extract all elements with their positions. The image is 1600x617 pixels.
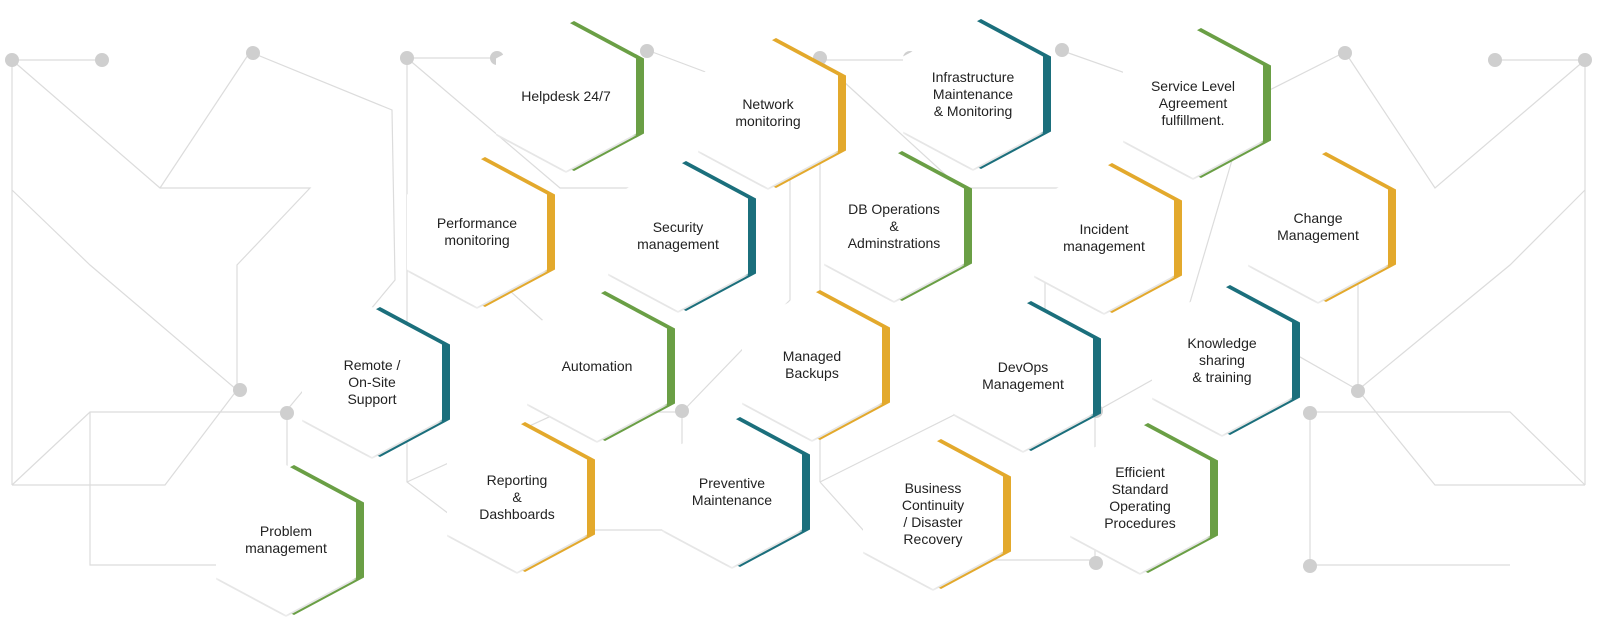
service-label: Reporting & Dashboards [479,471,555,522]
service-label: DevOps Management [982,359,1064,392]
service-label: Automation [561,357,633,374]
service-label: Network monitoring [735,96,801,129]
service-label: Security management [637,219,719,252]
service-hex-devops: DevOps Management [953,301,1101,453]
service-hex-remote-support: Remote / On-Site Support [302,307,450,459]
service-hex-preventive: Preventive Maintenance [662,417,810,569]
service-label: Knowledge sharing & training [1187,334,1257,385]
service-label: Service Level Agreement fulfillment. [1150,77,1236,128]
service-hex-incident: Incident management [1034,163,1182,315]
service-hex-knowledge: Knowledge sharing & training [1152,285,1300,437]
service-label: Remote / On-Site Support [343,356,401,407]
service-hex-reporting: Reporting & Dashboards [447,422,595,574]
service-hex-business-continuity: Business Continuity / Disaster Recovery [863,439,1011,591]
service-hex-performance: Performance monitoring [407,157,555,309]
service-label: Business Continuity / Disaster Recovery [901,480,965,547]
hex-face: Knowledge sharing & training [1152,285,1292,435]
service-hex-automation: Automation [527,291,675,443]
service-hex-network-monitoring: Network monitoring [698,38,846,190]
service-hex-infrastructure: Infrastructure Maintenance & Monitoring [903,19,1051,171]
service-hex-problem: Problem management [216,465,364,617]
hex-face: Efficient Standard Operating Procedures [1070,423,1210,573]
service-label: Preventive Maintenance [691,475,773,508]
service-label: Problem management [245,523,327,556]
service-hex-security: Security management [608,161,756,313]
service-label: Helpdesk 24/7 [521,87,611,104]
service-hex-db-operations: DB Operations & Adminstrations [824,151,972,303]
hex-face: Remote / On-Site Support [302,307,442,457]
service-label: Change Management [1277,210,1359,243]
service-label: Incident management [1063,221,1145,254]
hex-face: Incident management [1034,163,1174,313]
service-hex-sla: Service Level Agreement fulfillment. [1123,28,1271,180]
service-hex-helpdesk: Helpdesk 24/7 [496,21,644,173]
service-label: Managed Backups [782,348,842,381]
service-hex-managed-backups: Managed Backups [742,290,890,442]
hex-face: Service Level Agreement fulfillment. [1123,28,1263,178]
service-label: Infrastructure Maintenance & Monitoring [931,68,1015,119]
service-hex-change: Change Management [1248,152,1396,304]
service-label: Efficient Standard Operating Procedures [1104,464,1176,531]
hex-face: Change Management [1248,152,1388,302]
service-label: Performance monitoring [436,215,518,248]
service-label: DB Operations & Adminstrations [847,200,941,251]
service-hex-sop: Efficient Standard Operating Procedures [1070,423,1218,575]
